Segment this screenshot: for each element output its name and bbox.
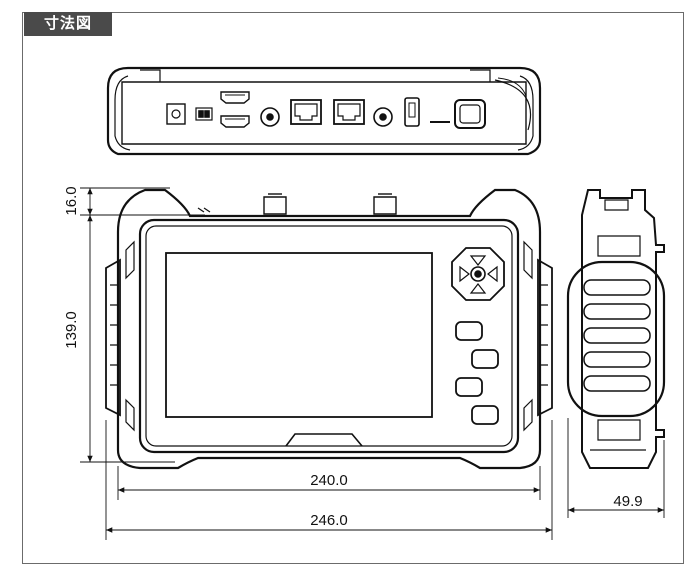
front-view: [105, 188, 553, 470]
section-title: 寸法図: [24, 12, 112, 36]
hdmi-port-icon: [220, 91, 250, 104]
dim-label-screen-width: 240.0: [310, 472, 348, 489]
side-view: [566, 189, 666, 469]
dim-label-top-offset: 16.0: [63, 186, 80, 215]
dim-label-height: 139.0: [63, 311, 80, 349]
function-button-icon: [455, 321, 483, 341]
rj45-port-icon: [333, 99, 365, 125]
dim-label-depth: 49.9: [613, 493, 642, 510]
function-button-icon: [471, 405, 499, 425]
dimension-lines: [80, 187, 665, 540]
screen-area: [165, 252, 433, 418]
function-button-icon: [455, 377, 483, 397]
usb-port-icon: [404, 97, 420, 127]
dpad-icon: [451, 247, 505, 301]
hdmi-port-icon: [220, 115, 250, 128]
drawing-frame: [22, 12, 684, 564]
grip-pad: [566, 260, 666, 418]
power-button-icon: [454, 99, 486, 129]
dim-label-overall-width: 246.0: [310, 512, 348, 529]
bnc-port-icon: [260, 107, 280, 127]
function-button-icon: [471, 349, 499, 369]
top-view: [106, 66, 542, 156]
dip-switch-icon: [195, 107, 213, 121]
dc-jack-icon: [166, 103, 186, 125]
rj45-port-icon: [290, 99, 322, 125]
bnc-port-icon: [373, 107, 393, 127]
